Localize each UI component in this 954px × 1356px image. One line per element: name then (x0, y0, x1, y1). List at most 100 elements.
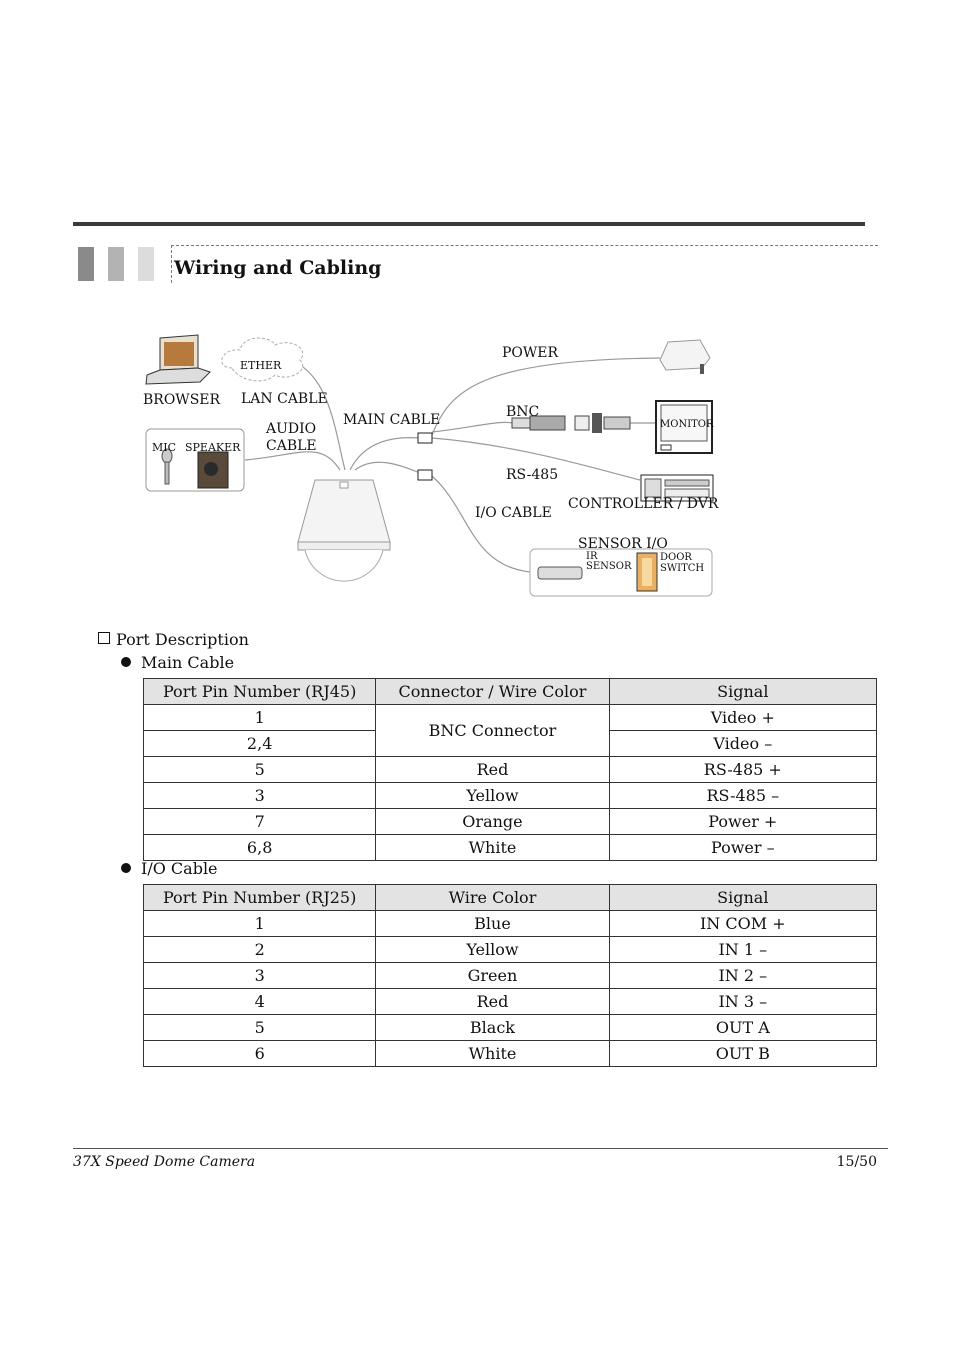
page-title: Wiring and Cabling (174, 257, 382, 279)
table-row: 3 Yellow RS-485 – (142, 782, 878, 809)
speaker-icon (197, 451, 229, 489)
port-description-heading: Port Description (98, 630, 249, 649)
wire-cell: Blue (375, 910, 610, 937)
pin-cell: 7 (142, 808, 377, 835)
table-row: 6 White OUT B (142, 1040, 878, 1067)
signal-cell: Video – (608, 730, 878, 757)
header-block-dark (78, 247, 94, 281)
signal-cell: Video + (608, 704, 878, 731)
wire-cell: White (375, 1040, 610, 1067)
signal-cell: IN 3 – (608, 988, 878, 1015)
pin-cell: 3 (142, 962, 377, 989)
signal-cell: IN 1 – (608, 936, 878, 963)
bnc-line (431, 421, 513, 433)
wire-cell: Red (375, 756, 610, 783)
monitor-label: MONITOR (660, 419, 714, 430)
wire-cell: Black (375, 1014, 610, 1041)
signal-cell: IN COM + (608, 910, 878, 937)
main-cable-line (349, 437, 421, 471)
power-label: POWER (502, 345, 559, 361)
laptop-icon (145, 334, 211, 385)
io-cable-label: I/O CABLE (475, 505, 552, 521)
ethernet-cloud-icon (221, 337, 303, 382)
section-header: Wiring and Cabling (78, 245, 878, 285)
header-signal: Signal (608, 678, 878, 705)
rs485-label: RS-485 (506, 467, 558, 483)
header-block-light (138, 247, 154, 281)
ethernet-label: ETHER (240, 359, 282, 372)
audio-device-box (145, 428, 245, 492)
wire-cell: Orange (375, 808, 610, 835)
speaker-label: SPEAKER (185, 441, 241, 454)
audio-cable-label-2: CABLE (266, 438, 317, 454)
table-row: 5 Red RS-485 + (142, 756, 878, 783)
sensor-io-label: SENSOR I/O (578, 536, 668, 552)
table-row: 6,8 White Power – (142, 834, 878, 861)
checkbox-bullet-icon (98, 632, 110, 644)
header-pin: Port Pin Number (RJ25) (142, 884, 377, 911)
monitor-icon (655, 400, 713, 454)
signal-cell: Power – (608, 834, 878, 861)
header-wire: Wire Color (375, 884, 610, 911)
wire-cell: White (375, 834, 610, 861)
bullet-dot-icon (121, 863, 131, 873)
pin-cell: 5 (142, 756, 377, 783)
pin-cell: 5 (142, 1014, 377, 1041)
pin-cell: 3 (142, 782, 377, 809)
table-row: 4 Red IN 3 – (142, 988, 878, 1015)
table-header-row: Port Pin Number (RJ45) Connector / Wire … (142, 678, 878, 705)
footer-doc-title: 37X Speed Dome Camera (73, 1154, 256, 1170)
audio-cable-line (244, 451, 341, 471)
io-cable-table: Port Pin Number (RJ25) Wire Color Signal… (142, 884, 878, 1067)
mic-label: MIC (152, 441, 176, 454)
main-cable-joint (417, 432, 433, 444)
header-dashed-rule (171, 245, 878, 246)
main-cable-label: MAIN CABLE (343, 412, 440, 428)
pin-cell: 1 (142, 910, 377, 937)
pin-cell: 1 (142, 704, 377, 731)
signal-cell: RS-485 – (608, 782, 878, 809)
lan-cable-line (294, 361, 346, 471)
wiring-diagram: ETHER BROWSER LAN CABLE AUDIO CABLE MIC … (143, 334, 719, 597)
pin-cell: 6 (142, 1040, 377, 1067)
io-cable-joint (417, 469, 433, 481)
table-row: 1 Blue IN COM + (142, 910, 878, 937)
power-adapter-icon (659, 339, 711, 374)
wire-cell: Green (375, 962, 610, 989)
main-cable-table: Port Pin Number (RJ45) Connector / Wire … (142, 678, 878, 861)
table-row: 2 Yellow IN 1 – (142, 936, 878, 963)
table-row: 7 Orange Power + (142, 808, 878, 835)
ir-sensor-label-1: IR (586, 551, 598, 562)
port-description-text: Port Description (116, 630, 249, 649)
door-switch-label-1: DOOR (660, 552, 692, 563)
table-header-row: Port Pin Number (RJ25) Wire Color Signal (142, 884, 878, 911)
cables (244, 357, 661, 573)
sensor-device-box (529, 548, 713, 597)
main-cable-heading-text: Main Cable (141, 653, 235, 672)
signal-cell: RS-485 + (608, 756, 878, 783)
wire-cell: BNC Connector (375, 704, 610, 757)
table-row: 3 Green IN 2 – (142, 962, 878, 989)
footer-rule (73, 1148, 888, 1149)
signal-cell: Power + (608, 808, 878, 835)
power-line (431, 357, 661, 436)
pin-cell: 2,4 (142, 730, 377, 757)
main-cable-heading: Main Cable (121, 653, 234, 672)
top-rule (73, 222, 865, 226)
mic-icon (161, 448, 173, 485)
table-row: 2,4 Video – (142, 730, 878, 757)
lan-cable-label: LAN CABLE (241, 391, 328, 407)
header-wire: Connector / Wire Color (375, 678, 610, 705)
footer-page-number: 15/50 (836, 1154, 877, 1170)
bnc-connector-icon (511, 413, 631, 433)
io-cable-heading-text: I/O Cable (141, 859, 218, 878)
controller-label: CONTROLLER / DVR (568, 496, 719, 512)
wire-cell: Yellow (375, 782, 610, 809)
wire-cell: Red (375, 988, 610, 1015)
table-row: 5 Black OUT A (142, 1014, 878, 1041)
table-row: 1 BNC Connector Video + (142, 704, 878, 757)
ir-sensor-icon (537, 566, 583, 580)
door-switch-icon (636, 552, 658, 592)
wire-cell: Yellow (375, 936, 610, 963)
signal-cell: IN 2 – (608, 962, 878, 989)
